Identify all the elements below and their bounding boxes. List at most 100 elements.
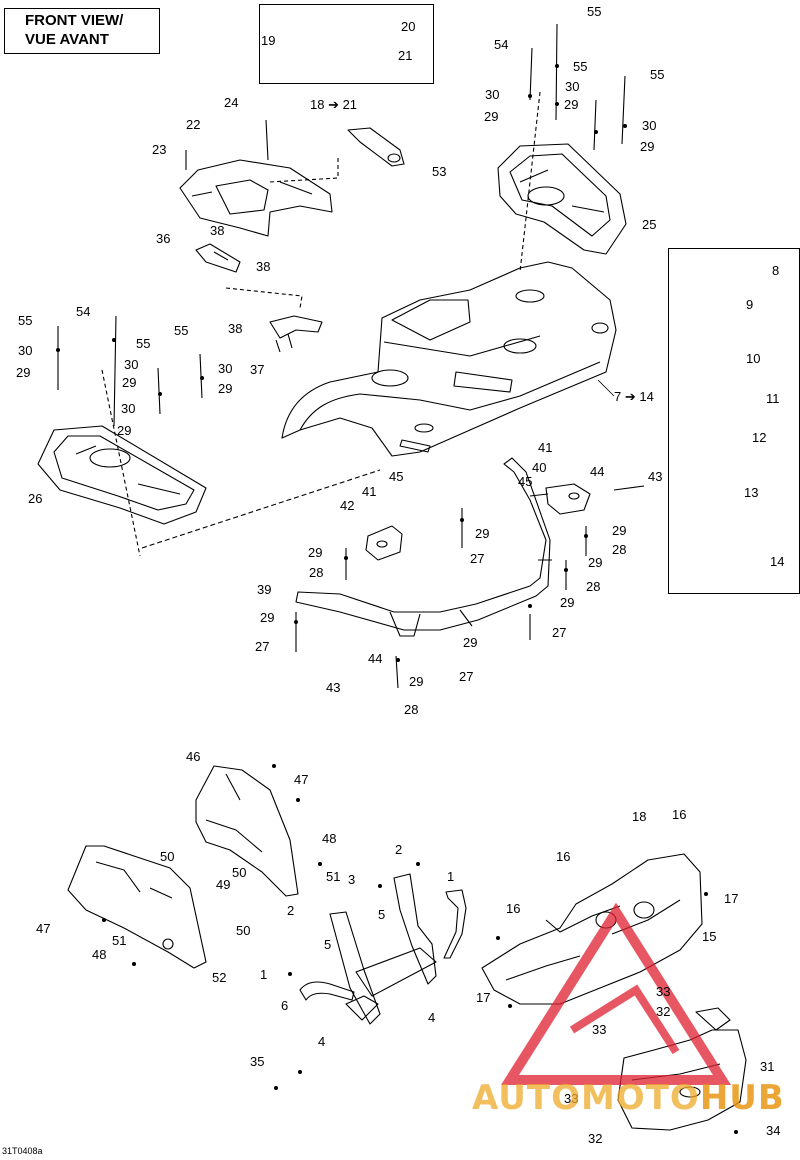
part-callout-c46: 46 (186, 749, 201, 764)
part-callout-c21: 21 (398, 48, 413, 63)
part-callout-c6: 6 (281, 998, 289, 1013)
bracket-36 (195, 243, 241, 273)
part-callout-c13: 13 (744, 485, 759, 500)
part-callout-c5b: 5 (324, 937, 332, 952)
part-callout-c38c: 38 (228, 321, 243, 336)
part-callout-c1b: 1 (260, 967, 268, 982)
part-callout-c29k: 29 (409, 674, 424, 689)
part-callout-c17b: 17 (476, 990, 491, 1005)
watermark-text: AUTOMOTOHUB (472, 1078, 785, 1118)
console-cover (179, 159, 333, 237)
part-callout-c55f: 55 (174, 323, 189, 338)
part-callout-c53: 53 (432, 164, 447, 179)
part-callout-c29c: 29 (640, 139, 655, 154)
part-callout-c30e: 30 (124, 357, 139, 372)
part-callout-c51b: 51 (112, 933, 127, 948)
part-callout-c28a: 28 (309, 565, 324, 580)
part-callout-c39: 39 (257, 582, 272, 597)
part-callout-c38b: 38 (256, 259, 271, 274)
part-callout-c29m: 29 (588, 555, 603, 570)
part-callout-c2a: 2 (395, 842, 403, 857)
part-callout-c29n: 29 (560, 595, 575, 610)
decal-legend-panel (668, 248, 800, 594)
part-callout-c29f: 29 (218, 381, 233, 396)
mud-guard-52 (67, 845, 207, 969)
bumper-15 (481, 853, 703, 1005)
view-title-box: FRONT VIEW/ VUE AVANT (4, 8, 160, 54)
decal-group-box (259, 4, 434, 84)
part-callout-c50a: 50 (160, 849, 175, 864)
part-callout-c29b: 29 (484, 109, 499, 124)
part-callout-c45a: 45 (389, 469, 404, 484)
part-callout-c9: 9 (746, 297, 754, 312)
part-callout-c25: 25 (642, 217, 657, 232)
part-callout-c12: 12 (752, 430, 767, 445)
part-callout-c5a: 5 (378, 907, 386, 922)
part-callout-c29o: 29 (463, 635, 478, 650)
part-callout-c44a: 44 (368, 651, 383, 666)
part-callout-c37: 37 (250, 362, 265, 377)
part-callout-c10: 10 (746, 351, 761, 366)
part-callout-c29a: 29 (564, 97, 579, 112)
part-callout-c28c: 28 (612, 542, 627, 557)
part-callout-c29e: 29 (122, 375, 137, 390)
part-callout-c55b: 55 (573, 59, 588, 74)
part-callout-c29g: 29 (117, 423, 132, 438)
rack-25 (497, 143, 627, 255)
part-callout-c30g: 30 (121, 401, 136, 416)
part-callout-c14: 14 (770, 554, 785, 569)
part-callout-c29i: 29 (260, 610, 275, 625)
part-callout-c50b: 50 (232, 865, 247, 880)
part-callout-c50c: 50 (236, 923, 251, 938)
part-callout-c55d: 55 (18, 313, 33, 328)
part-callout-c41b: 41 (538, 440, 553, 455)
frame-39 (295, 457, 552, 637)
part-callout-c8: 8 (772, 263, 780, 278)
part-callout-c27c: 27 (552, 625, 567, 640)
part-callout-c24: 24 (224, 95, 239, 110)
part-callout-c32b: 32 (588, 1131, 603, 1146)
part-callout-c27d: 27 (459, 669, 474, 684)
part-callout-c54b: 54 (76, 304, 91, 319)
part-callout-c30d: 30 (18, 343, 33, 358)
part-callout-c30c: 30 (642, 118, 657, 133)
part-callout-c55e: 55 (136, 336, 151, 351)
part-callout-c18to21: 18 ➔ 21 (310, 97, 358, 112)
part-callout-c20: 20 (401, 19, 416, 34)
part-callout-c29d: 29 (16, 365, 31, 380)
part-callout-c28d: 28 (586, 579, 601, 594)
part-callout-c1a: 1 (447, 869, 455, 884)
part-callout-c17a: 17 (724, 891, 739, 906)
part-callout-c31: 31 (760, 1059, 775, 1074)
part-callout-c35: 35 (250, 1054, 265, 1069)
part-callout-c26: 26 (28, 491, 43, 506)
part-callout-c16c: 16 (506, 901, 521, 916)
part-callout-c47a: 47 (294, 772, 309, 787)
part-callout-c2b: 2 (287, 903, 295, 918)
part-callout-c41a: 41 (362, 484, 377, 499)
bracket-42 (365, 525, 403, 561)
watermark-suffix: HUB (699, 1078, 785, 1118)
part-callout-c49: 49 (216, 877, 231, 892)
part-callout-c19: 19 (261, 33, 276, 48)
part-callout-c52: 52 (212, 970, 227, 985)
part-callout-c4b: 4 (428, 1010, 436, 1025)
part-callout-c33b: 33 (592, 1022, 607, 1037)
part-callout-c43a: 43 (326, 680, 341, 695)
part-callout-c30b: 30 (485, 87, 500, 102)
part-callout-c51a: 51 (326, 869, 341, 884)
part-callout-c29j: 29 (475, 526, 490, 541)
part-callout-c7to14: 7 ➔ 14 (614, 389, 654, 404)
part-callout-c55c: 55 (650, 67, 665, 82)
part-callout-c22: 22 (186, 117, 201, 132)
part-callout-c42: 42 (340, 498, 355, 513)
part-callout-c36: 36 (156, 231, 171, 246)
part-callout-c33a: 33 (656, 984, 671, 999)
view-title-line2: VUE AVANT (25, 31, 109, 48)
view-title-line1: FRONT VIEW/ (25, 12, 124, 29)
tube-1-6 (299, 889, 467, 1001)
drawing-code: 31T0408a (2, 1146, 43, 1156)
bracket-37 (269, 315, 323, 353)
part-callout-c47b: 47 (36, 921, 51, 936)
part-callout-c16b: 16 (556, 849, 571, 864)
